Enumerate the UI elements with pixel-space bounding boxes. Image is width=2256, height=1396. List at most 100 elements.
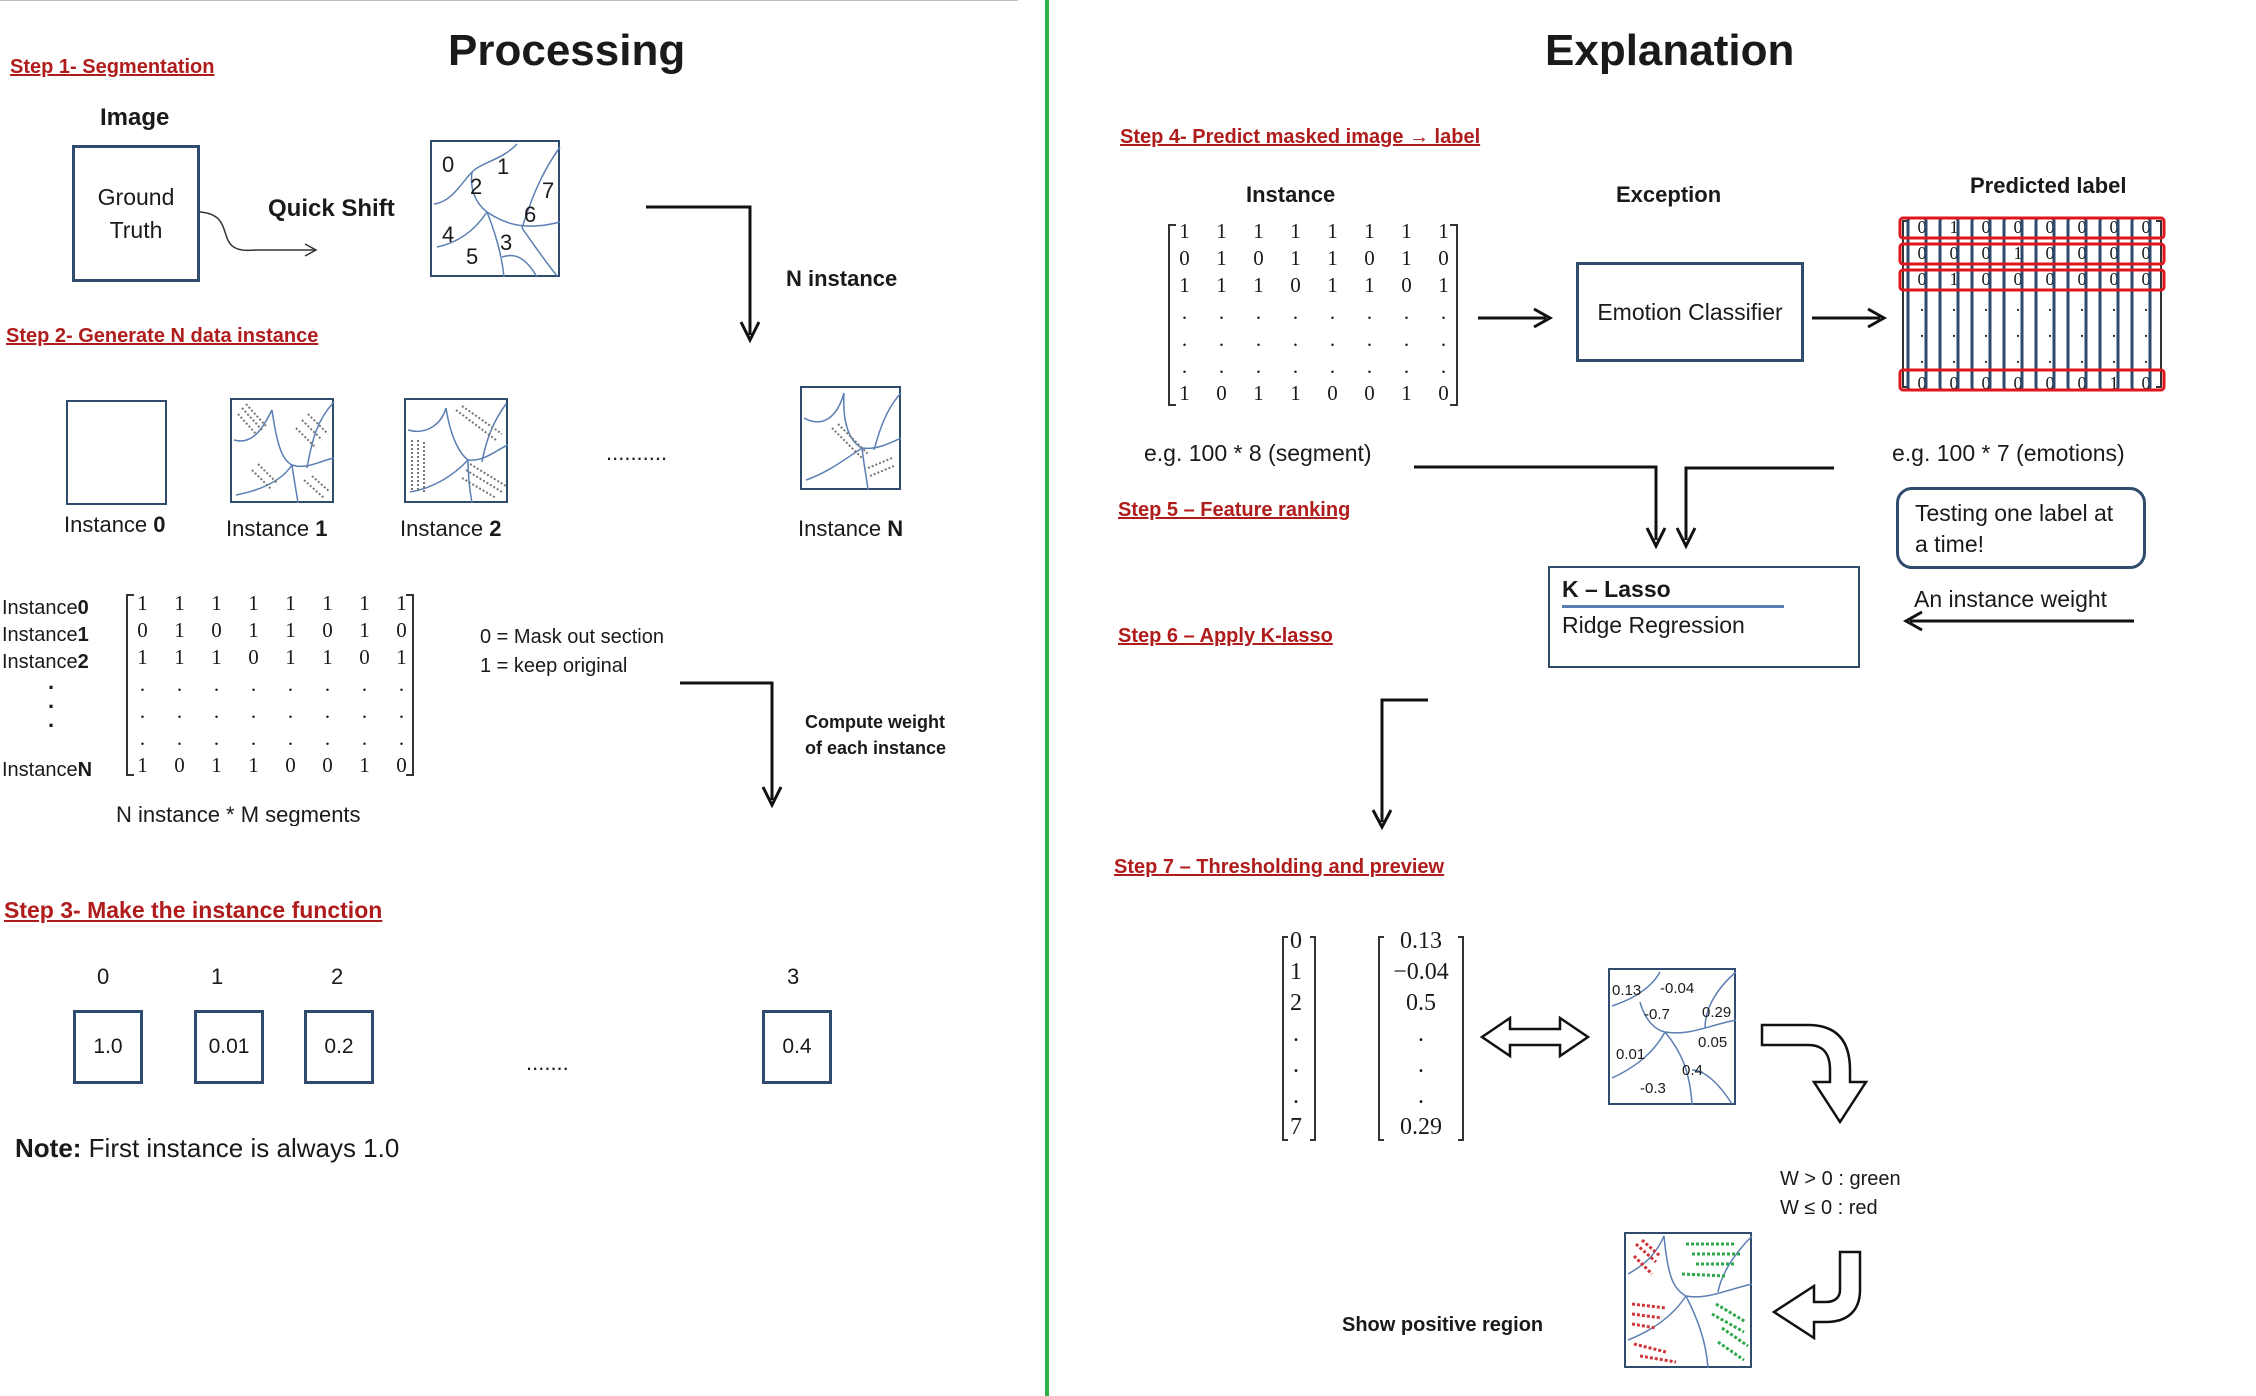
matrix-cell: .: [1181, 300, 1188, 324]
matrix-cell: 0: [1981, 216, 1991, 237]
matrix-cell: 1: [211, 753, 222, 777]
matrix-cell: 0: [137, 618, 148, 642]
matrix-bracket-right: [406, 594, 414, 776]
matrix-cell: .: [1403, 300, 1410, 324]
matrix-cell: .: [1951, 320, 1957, 341]
matrix-cell: 1: [137, 753, 148, 777]
matrix-cell: .: [2143, 320, 2149, 341]
matrix-cell: 1: [285, 645, 296, 669]
to-threshold-arrow: [1371, 698, 1428, 831]
matrix-cell: 1: [1253, 219, 1264, 243]
matrix-cell: 0: [2045, 268, 2055, 289]
matrix-caption: N instance * M segments: [116, 802, 361, 826]
matrix-cell: 0: [1364, 246, 1375, 270]
matrix-cell: 1: [1179, 219, 1190, 243]
func-value-box: 0.4: [762, 1010, 832, 1084]
segment-num: 1: [497, 154, 510, 179]
matrix-row: ........: [1166, 326, 1462, 353]
vector-cell: .: [1293, 1052, 1299, 1078]
matrix-cell: 1: [1290, 219, 1301, 243]
matrix-cell: 0: [2077, 216, 2087, 237]
matrix-cell: 0: [1327, 381, 1338, 405]
matrix-cell: 0: [2141, 372, 2151, 393]
matrix-cell: 1: [1364, 273, 1375, 297]
matrix-cell: .: [1366, 327, 1373, 351]
weighted-segment-image: 0.13 -0.04 -0.7 0.29 0.05 0.01 0.4 -0.3: [1608, 968, 1737, 1106]
matrix-cell: 0: [211, 618, 222, 642]
weight-bracket-right: [1458, 936, 1464, 1141]
matrix-cell: .: [1292, 327, 1299, 351]
step1-label: Step 1- Segmentation: [10, 56, 215, 78]
matrix-row: ........: [124, 698, 420, 725]
matrix-cell: 0: [1917, 242, 1927, 263]
vector-cell: .: [1293, 1021, 1299, 1047]
matrix-cell: 0: [396, 618, 407, 642]
segment-num: 0: [442, 152, 455, 177]
func-ellipsis: .......: [526, 1050, 569, 1075]
eg-segments: e.g. 100 * 8 (segment): [1144, 440, 1372, 466]
segment-num: 3: [500, 230, 513, 255]
matrix-cell: .: [1181, 327, 1188, 351]
matrix-cell: .: [361, 672, 368, 696]
matrix-cell: .: [2079, 294, 2085, 315]
matrix-row: ........: [1166, 353, 1462, 380]
matrix-cell: 1: [248, 753, 259, 777]
matrix-cell: 0: [1981, 242, 1991, 263]
vector-cell: .: [1418, 1052, 1424, 1078]
compute-weight-arrow: [680, 681, 783, 809]
matrix-cell: .: [1951, 294, 1957, 315]
show-positive-label: Show positive region: [1342, 1314, 1544, 1336]
matrix-cell: .: [398, 699, 405, 723]
matrix-cell: 1: [1290, 381, 1301, 405]
note: Note: First instance is always 1.0: [15, 1133, 399, 1164]
instance-matrix-bracket-right: [1450, 224, 1458, 406]
ridge-label: Ridge Regression: [1562, 612, 1745, 638]
rule-negative: W ≤ 0 : red: [1780, 1197, 1878, 1219]
segment-num: 2: [470, 174, 483, 199]
matrix-cell: .: [1255, 327, 1262, 351]
vector-cell: 0.13: [1400, 928, 1442, 954]
matrix-cell: .: [139, 699, 146, 723]
matrix-cell: 1: [137, 591, 148, 615]
instance-n-label: Instance N: [798, 516, 903, 542]
instance-matrix-bracket-left: [1168, 224, 1176, 406]
matrix-row-label: Instance2: [2, 651, 89, 673]
matrix-bracket-left: [126, 594, 134, 776]
matrix-cell: .: [1218, 327, 1225, 351]
seg-weight: -0.7: [1644, 1006, 1670, 1023]
matrix-cell: .: [1403, 327, 1410, 351]
segment-num: 5: [466, 244, 479, 269]
matrix-cell: 0: [1949, 372, 1959, 393]
vector-cell: 0.5: [1406, 990, 1436, 1016]
matrix-cell: .: [1440, 300, 1447, 324]
ground-truth-line2: Truth: [109, 216, 163, 243]
matrix-cell: 1: [1327, 219, 1338, 243]
instance-2-label: Instance 2: [400, 516, 502, 542]
matrix-cell: .: [2079, 346, 2085, 367]
matrix-cell: 1: [359, 591, 370, 615]
matrix-cell: 0: [2109, 216, 2119, 237]
vector-cell: −0.04: [1393, 959, 1449, 985]
step4-label: Step 4- Predict masked image → label: [1120, 126, 1481, 148]
matrix-cell: 0: [1438, 381, 1449, 405]
positive-region-preview: [1624, 1232, 1753, 1369]
instance-0-label: Instance 0: [64, 512, 166, 538]
matrix-cell: 1: [2013, 242, 2023, 263]
weight-bracket-left: [1378, 936, 1384, 1141]
func-index: 3: [787, 964, 800, 989]
matrix-cell: .: [2143, 294, 2149, 315]
matrix-row: ........: [124, 671, 420, 698]
matrix-cell: .: [1255, 354, 1262, 378]
matrix-cell: .: [287, 699, 294, 723]
seg-weight: -0.3: [1640, 1080, 1666, 1097]
n-instance-label: N instance: [786, 266, 898, 291]
note-text: First instance is always 1.0: [81, 1133, 400, 1163]
compute-weight-line2: of each instance: [805, 738, 947, 758]
matrix-cell: 1: [1401, 246, 1412, 270]
matrix-cell: 1: [322, 591, 333, 615]
matrix-cell: .: [213, 672, 220, 696]
segment-num: 6: [524, 202, 537, 227]
